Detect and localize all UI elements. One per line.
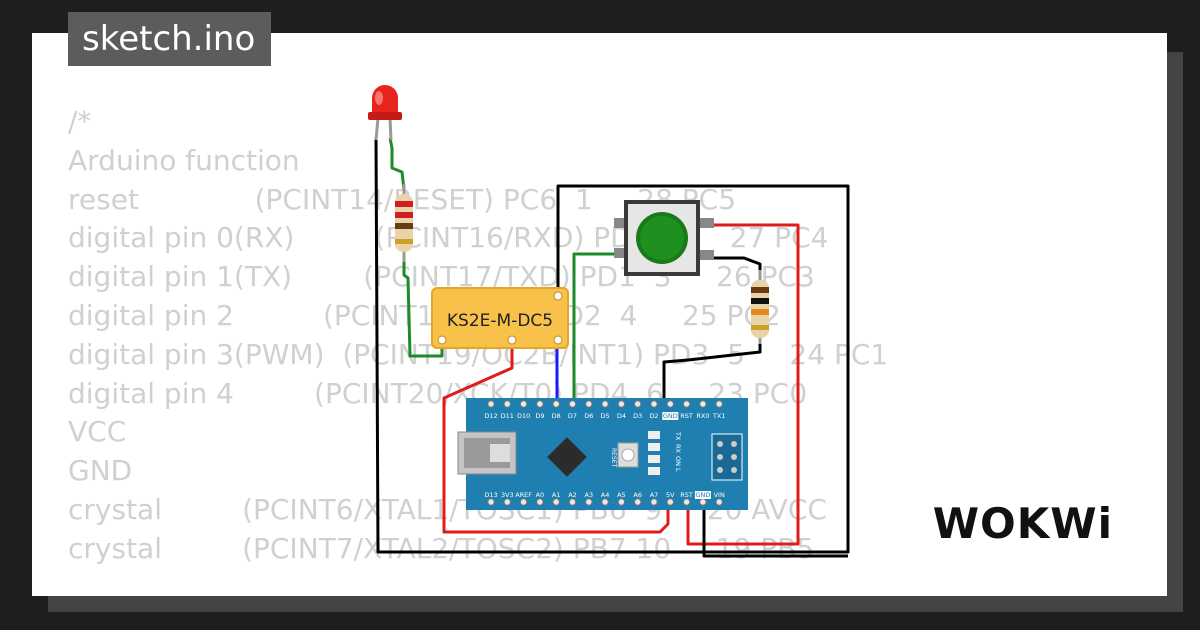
code-line: reset (PCINT14/RESET) PC6 1 28 PC5: [68, 182, 737, 216]
nano-pin-label: A3: [585, 491, 594, 499]
wokwi-logo: WOKWi: [932, 499, 1113, 548]
nano-pin-label: D7: [568, 412, 577, 420]
code-line: Arduino function: [68, 143, 300, 177]
sketch-title: sketch.ino: [68, 12, 272, 66]
nano-pin-hole[interactable]: [682, 498, 691, 506]
nano-pin-label: RST: [680, 491, 693, 499]
nano-pin-hole[interactable]: [617, 498, 626, 506]
nano-led-label: RX: [674, 444, 682, 454]
wire-gnd-bottom: [702, 502, 848, 558]
nano-pin-label: D4: [617, 412, 626, 420]
nano-pin-hole[interactable]: [715, 498, 723, 506]
relay-label: KS2E-M-DC5: [447, 311, 553, 331]
resistor-led[interactable]: [395, 184, 413, 262]
wire-button-relay: [572, 252, 626, 260]
nano-pin-label: A2: [568, 491, 577, 499]
nano-pin-label: D11: [501, 412, 514, 420]
nano-pin-hole[interactable]: [503, 498, 511, 506]
nano-pin-hole[interactable]: [666, 498, 674, 506]
nano-pin-label: D6: [584, 412, 593, 420]
nano-pin-hole[interactable]: [699, 498, 707, 506]
nano-pin-hole[interactable]: [536, 400, 544, 408]
nano-pin-label: AREF: [515, 491, 532, 499]
nano-pin-hole[interactable]: [634, 400, 642, 408]
wire-resistor-d2: [662, 340, 762, 412]
nano-pin-hole[interactable]: [519, 400, 528, 408]
nano-pin-label: TX1: [712, 412, 726, 420]
nano-pin-label: RST: [680, 412, 693, 420]
nano-pin-label: D10: [517, 412, 530, 420]
nano-pin-hole[interactable]: [552, 498, 560, 506]
nano-pin-hole[interactable]: [666, 400, 674, 408]
nano-led-labels: TX RX ON L: [674, 431, 682, 472]
wire-led-gnd: [374, 137, 850, 554]
nano-pin-label: D2: [649, 412, 658, 420]
wire-relay-5v: [442, 337, 670, 534]
nano-led-label: L: [674, 468, 682, 472]
nano-pin-hole[interactable]: [634, 498, 642, 506]
code-line: digital pin 3(PWM) (PCINT19/OC2B/INT1) P…: [68, 337, 889, 371]
resistor-pulldown[interactable]: [751, 270, 769, 344]
nano-pin-hole[interactable]: [601, 400, 609, 408]
nano-pin-label: A7: [650, 491, 659, 499]
nano-reset-label: RESET: [610, 448, 617, 468]
code-line: crystal (PCINT7/XTAL2/TOSC2) PB7 10 19 P…: [68, 531, 815, 565]
nano-pin-label: D9: [535, 412, 544, 420]
code-line: VCC: [68, 415, 127, 449]
nano-pin-label: 3V3: [501, 491, 514, 499]
nano-pin-hole[interactable]: [552, 400, 560, 408]
nano-pin-label: D5: [601, 412, 610, 420]
nano-pin-hole[interactable]: [617, 400, 626, 408]
wire-button-red: [686, 223, 800, 546]
wire-resistor-relay: [402, 252, 444, 358]
nano-pin-hole[interactable]: [601, 498, 609, 506]
nano-pin-label: D12: [484, 412, 497, 420]
nano-pin-label: VIN: [714, 491, 725, 499]
nano-pin-label: GND: [695, 491, 710, 499]
nano-pin-label: D13: [484, 491, 497, 499]
nano-gnd-label-bg: [694, 491, 711, 499]
nano-pin-hole[interactable]: [699, 400, 707, 408]
nano-pin-label: GND: [663, 412, 678, 420]
nano-pin-hole[interactable]: [568, 498, 577, 506]
nano-pin-label: RX0: [696, 412, 709, 420]
wire-led-resistor: [388, 137, 406, 191]
nano-pin-label: A0: [536, 491, 545, 499]
nano-gnd-label-bg: [662, 412, 679, 420]
nano-pin-label: A1: [552, 491, 561, 499]
nano-pin-hole[interactable]: [682, 400, 691, 408]
led[interactable]: [368, 85, 402, 141]
nano-pin-hole[interactable]: [568, 400, 577, 408]
code-line: GND: [68, 454, 133, 488]
nano-pin-hole[interactable]: [585, 400, 593, 408]
nano-pin-hole[interactable]: [650, 400, 658, 408]
nano-pin-hole[interactable]: [650, 498, 658, 506]
wire-button-resistor: [714, 256, 762, 276]
nano-pin-hole[interactable]: [519, 498, 528, 506]
push-button[interactable]: [614, 200, 714, 276]
nano-pin-label: A6: [633, 491, 642, 499]
nano-pin-hole[interactable]: [487, 400, 495, 408]
nano-pin-hole[interactable]: [536, 498, 544, 506]
nano-pin-hole[interactable]: [715, 400, 723, 408]
nano-pin-label: 5V: [666, 491, 675, 499]
nano-pin-label: A4: [601, 491, 610, 499]
code-line: /*: [68, 105, 92, 138]
nano-pin-hole[interactable]: [503, 400, 511, 408]
nano-pin-label: D8: [552, 412, 561, 420]
relay[interactable]: KS2E-M-DC5: [431, 287, 569, 349]
nano-led-label: ON: [674, 456, 682, 466]
nano-pin-label: D3: [633, 412, 642, 420]
nano-pin-hole[interactable]: [487, 498, 495, 506]
nano-pin-hole[interactable]: [585, 498, 593, 506]
nano-led-label: TX: [674, 431, 682, 441]
nano-pin-label: A5: [617, 491, 626, 499]
